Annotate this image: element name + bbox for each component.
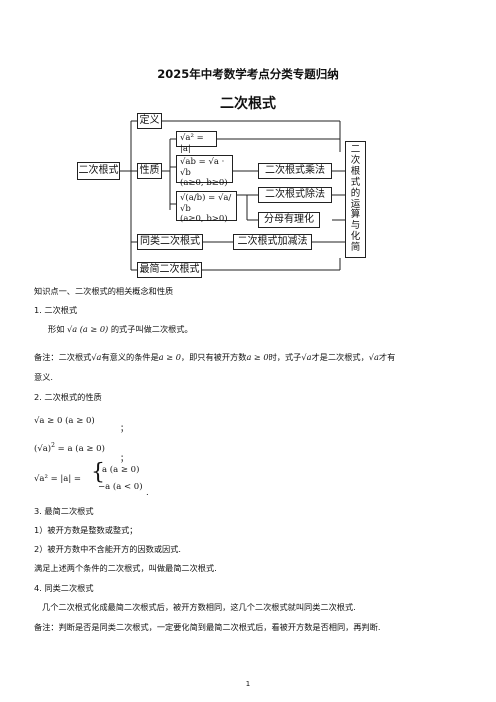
section-4-text: 几个二次根式化成最简二次根式后，被开方数相同，这几个二次根式就叫同类二次根式.	[42, 602, 356, 612]
similar-node: 同类二次根式	[137, 234, 203, 250]
ops-char: 的	[350, 187, 361, 199]
period: .	[146, 488, 149, 498]
prop-mul-cond: (a≥0, b≥0)	[180, 178, 228, 189]
section-2-heading: 2. 二次根式的性质	[34, 392, 102, 402]
section-3-item-1: 1）被开方数是整数或整式；	[34, 525, 138, 535]
prop-div-top: √(a/b) = √a/√b	[180, 193, 232, 214]
prop-mul-formula: √ab = √a · √b (a≥0, b≥0)	[176, 155, 233, 188]
document-subtitle: 二次根式	[220, 96, 276, 112]
s1-text-a: 形如	[48, 324, 65, 334]
prop-div-cond: (a≥0, b>0)	[180, 214, 228, 225]
note1-d: 时，式子	[268, 352, 302, 362]
prop-div-formula: √(a/b) = √a/√b (a≥0, b>0)	[176, 191, 237, 224]
f2-right: = a (a ≥ 0)	[57, 443, 105, 454]
ops-char: 简	[350, 242, 361, 254]
property-formula-1: √a ≥ 0 (a ≥ 0)	[34, 416, 95, 426]
section-4-heading: 4. 同类二次根式	[34, 583, 94, 593]
ops-char: 式	[350, 176, 361, 188]
section-3-item-2: 2）被开方数中不含能开方的因数或因式.	[34, 544, 181, 554]
ops-char: 与	[350, 220, 361, 232]
semicolon-2: ；	[120, 454, 129, 464]
property-formula-2: (√a)2 = a (a ≥ 0)	[34, 442, 105, 454]
definition-node: 定义	[137, 113, 162, 129]
ops-simplify-node: 二 次 根 式 的 运 算 与 化 简	[345, 141, 366, 258]
knowledge-point-heading: 知识点一、二次根式的相关概念和性质	[34, 286, 174, 296]
note1-sqrt-1: √a	[91, 352, 102, 362]
mul-node: 二次根式乘法	[258, 163, 332, 179]
section-1-definition: 形如 √a (a ≥ 0) 的式子叫做二次根式。	[48, 324, 193, 335]
piecewise-case-2: −a (a < 0)	[98, 482, 143, 492]
ops-char: 二	[350, 143, 361, 155]
ops-char: 次	[350, 154, 361, 166]
note1-sqrt-2: √a	[301, 352, 312, 362]
property-node: 性质	[137, 163, 162, 179]
property-formula-3-left: √a² = |a| =	[34, 474, 82, 484]
note1-b: 有意义的条件是	[101, 352, 159, 362]
ops-char: 算	[350, 209, 361, 221]
note1-f: 才有	[378, 352, 396, 362]
piecewise-brace-icon: {	[91, 460, 105, 485]
prop-mul-top: √ab = √a · √b	[180, 157, 225, 178]
section-3-heading: 3. 最简二次根式	[34, 506, 94, 516]
s1-formula: √a (a ≥ 0)	[67, 324, 109, 334]
note1-sqrt-3: √a	[368, 352, 379, 362]
addsub-node: 二次根式加减法	[233, 234, 312, 250]
note1-a: 备注：二次根式	[34, 352, 92, 362]
ops-char: 化	[350, 231, 361, 243]
rationalize-node: 分母有理化	[258, 212, 320, 228]
document-title: 2025年中考数学考点分类专题归纳	[157, 67, 339, 81]
ops-char: 运	[350, 198, 361, 210]
prop-abs-formula: √a² = |a|	[176, 131, 217, 154]
section-1-heading: 1. 二次根式	[34, 305, 78, 315]
piecewise-case-1: a (a ≥ 0)	[102, 465, 140, 475]
page-number: 1	[245, 680, 251, 688]
ops-char: 根	[350, 165, 361, 177]
section-4-note: 备注：判断是否是同类二次根式，一定要化简到最简二次根式后，看被开方数是否相同，再…	[34, 622, 381, 632]
note1-cond-2: a ≥ 0	[246, 352, 269, 362]
note1-e: 才是二次根式，	[311, 352, 369, 362]
semicolon-1: ；	[120, 424, 129, 434]
note-1-line-1: 备注：二次根式√a有意义的条件是a ≥ 0，即只有被开方数a ≥ 0时，式子√a…	[34, 352, 396, 363]
note1-c: ，即只有被开方数	[180, 352, 247, 362]
root-node: 二次根式	[77, 162, 120, 180]
f2-left: (√a)	[34, 443, 52, 454]
div-node: 二次根式除法	[258, 187, 332, 203]
note-1-line-2: 意义.	[34, 372, 53, 382]
s1-text-b: 的式子叫做二次根式。	[110, 324, 193, 334]
section-3-summary: 满足上述两个条件的二次根式，叫做最简二次根式.	[34, 563, 217, 573]
simplest-node: 最简二次根式	[137, 262, 202, 278]
note1-cond-1: a ≥ 0	[158, 352, 181, 362]
